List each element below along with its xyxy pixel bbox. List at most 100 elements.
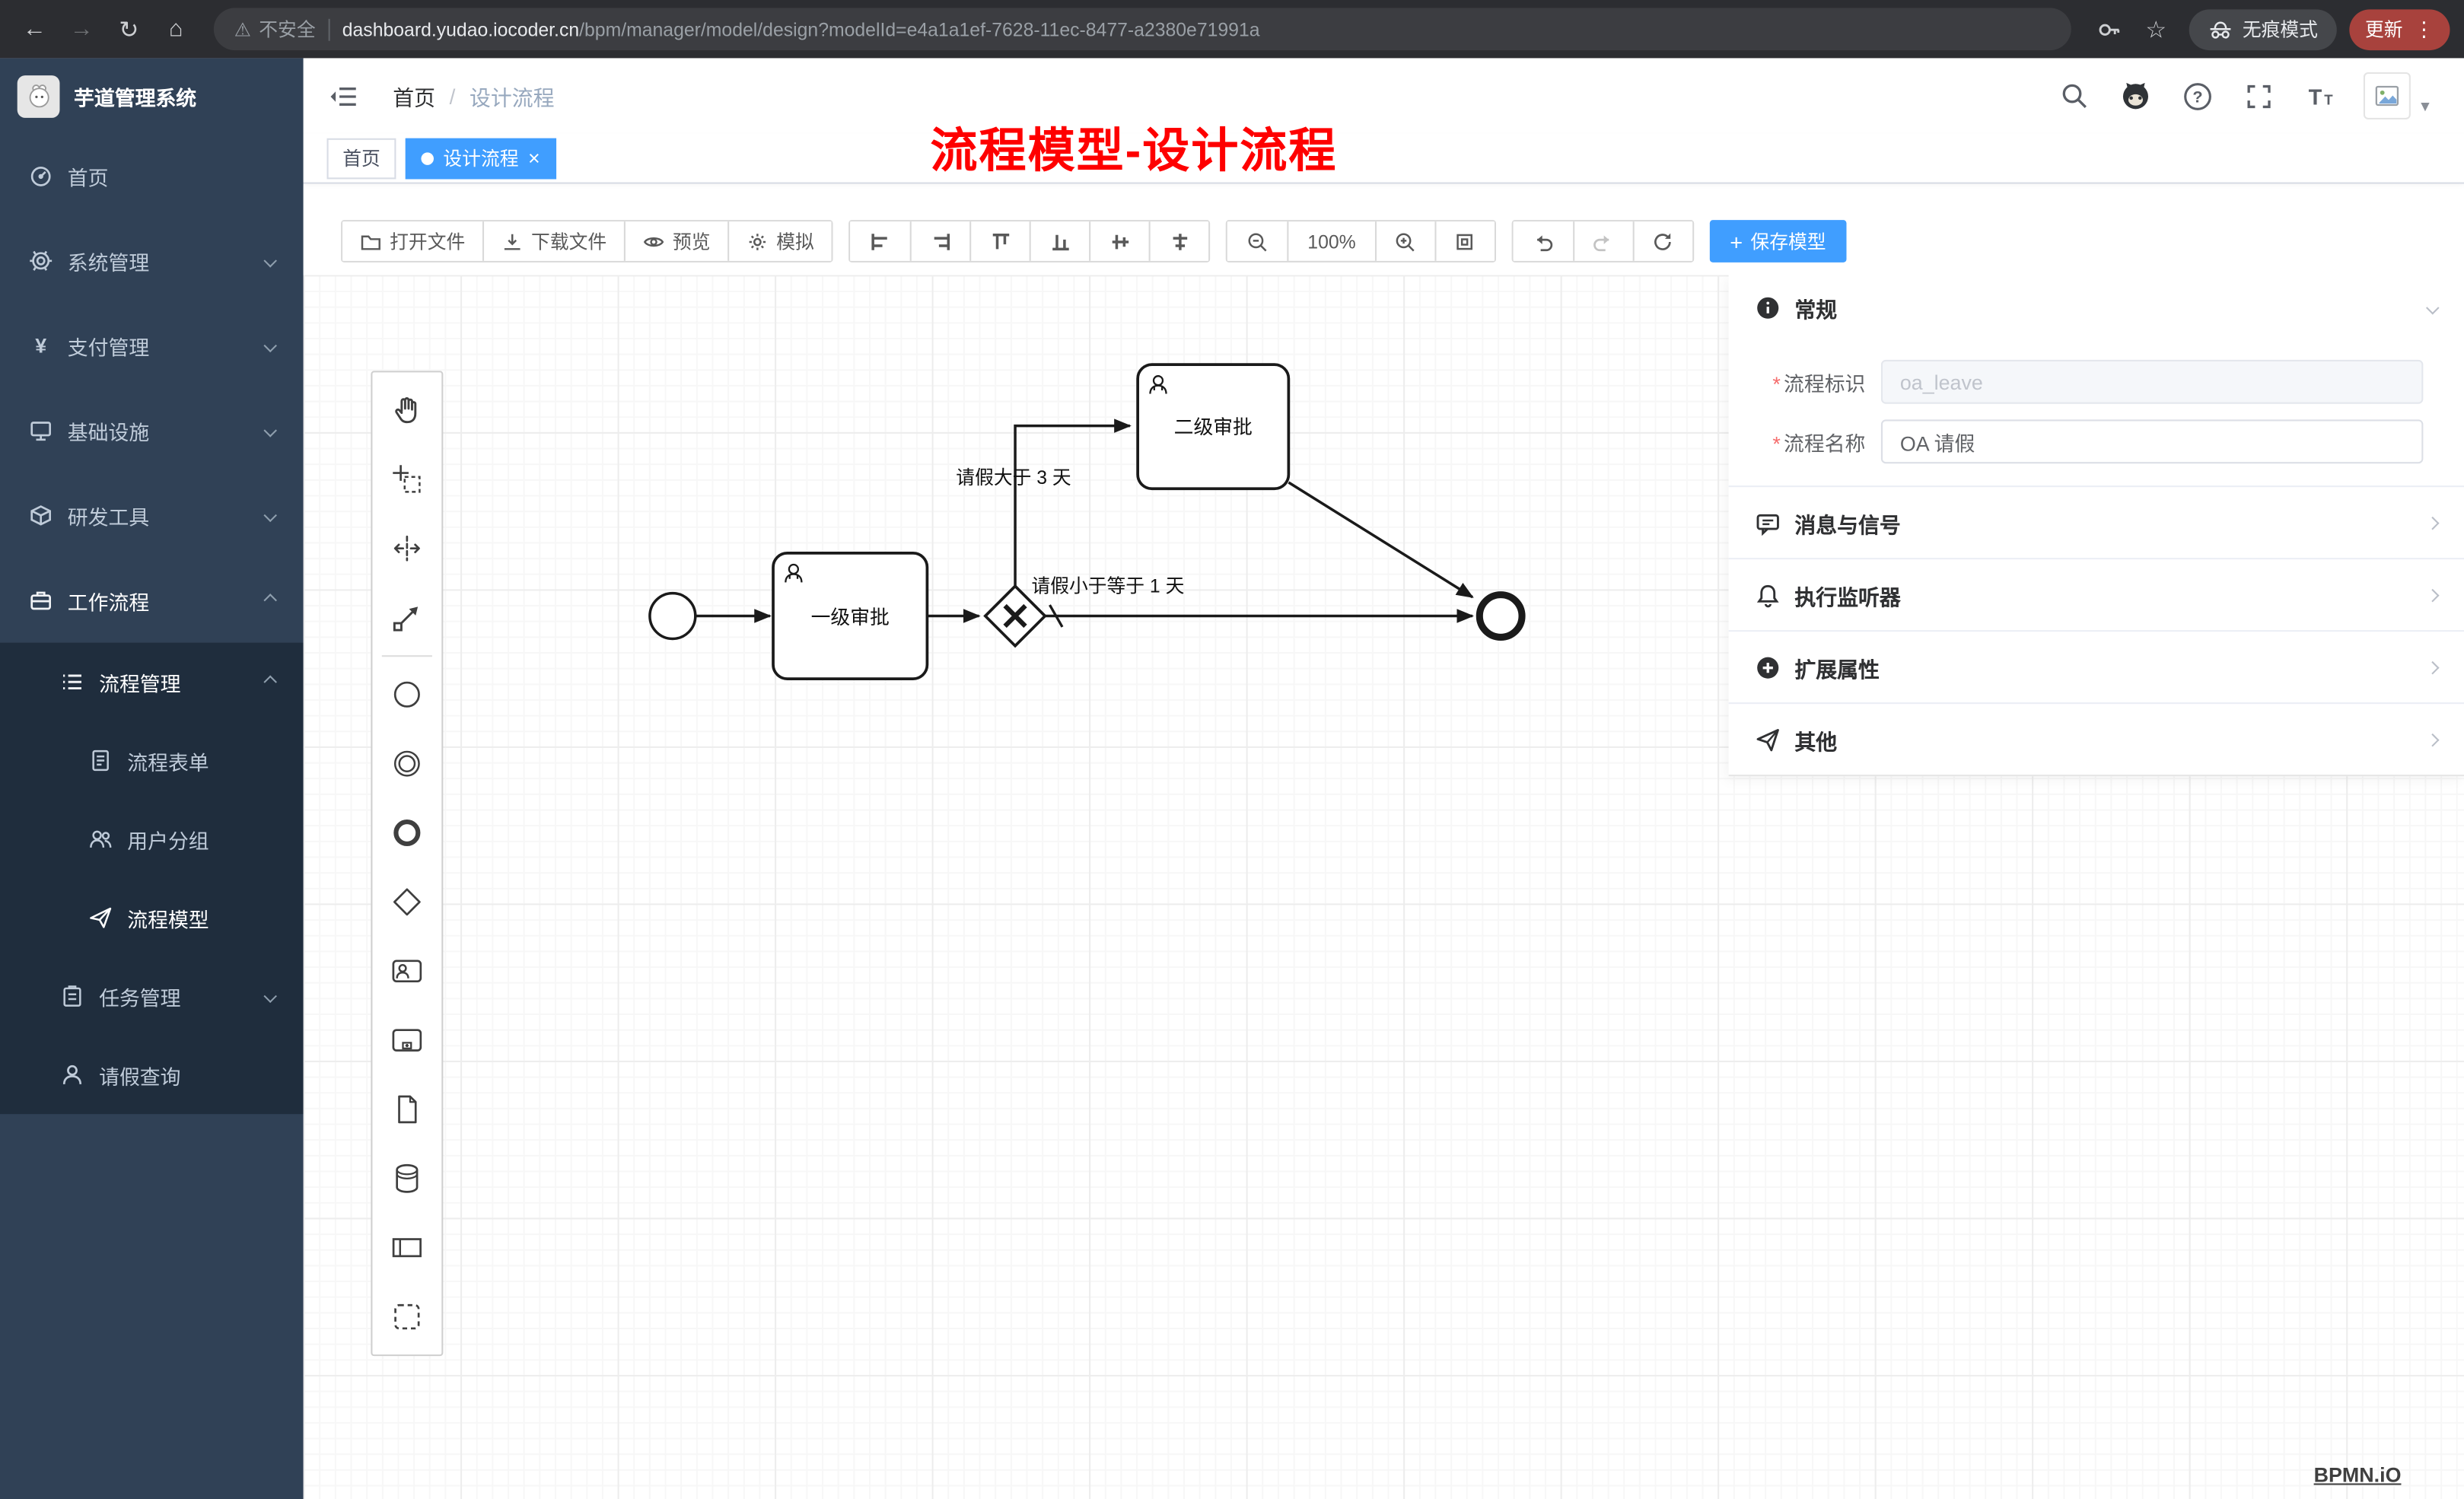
create-participant[interactable] [372,1213,441,1282]
forward-icon[interactable]: → [69,15,94,43]
process-name-input[interactable] [1881,419,2424,464]
avatar[interactable] [2364,72,2411,119]
document-icon [88,748,113,773]
reload-icon[interactable]: ↻ [119,16,139,43]
url-path: /bpm/manager/model/design?modelId=e4a1a1… [579,18,1260,40]
browser-toolbar: ← → ↻ ⌂ ⚠ 不安全 dashboard.yudao.iocoder.cn… [0,0,2464,59]
message-icon [1756,510,1781,536]
help-icon[interactable]: ? [2180,78,2214,113]
sidebar-item-task-mgmt[interactable]: 任务管理 [0,957,304,1036]
space-tool[interactable] [372,514,441,583]
sidebar-item-process-form[interactable]: 流程表单 [0,721,304,800]
create-data-store[interactable] [372,1144,441,1213]
create-gateway[interactable] [372,867,441,937]
close-icon[interactable]: × [527,146,540,170]
bpmn-canvas[interactable]: 一级审批 二级审批 请假大于 3 天 请假小于等于 1 天 BPMN.iO [303,275,2464,1499]
sidebar-fold-icon[interactable] [329,82,358,109]
search-icon[interactable] [2058,78,2092,113]
sidebar-item-payment[interactable]: ¥ 支付管理 [0,304,304,389]
sidebar-submenu: 流程管理 流程表单 用户分组 流程模型 任务管理 请假 [0,642,304,1115]
start-event[interactable] [648,591,697,641]
global-connect-tool[interactable] [372,583,441,652]
save-model-button[interactable]: + 保存模型 [1709,220,1847,263]
lasso-tool[interactable] [372,444,441,514]
sidebar-item-leave-query[interactable]: 请假查询 [0,1036,304,1114]
create-user-task[interactable] [372,937,441,1006]
create-start-event[interactable] [372,660,441,729]
section-message-signal[interactable]: 消息与信号 [1728,485,2464,558]
bpmn-io-watermark[interactable]: BPMN.iO [2313,1462,2402,1487]
bpmn-diagram[interactable]: 一级审批 二级审批 请假大于 3 天 请假小于等于 1 天 [304,275,1639,746]
person-icon [59,1062,84,1087]
user-avatar-menu[interactable]: ▾ [2364,72,2430,119]
incognito-icon [2208,17,2233,42]
align-middle-button[interactable] [1089,221,1149,261]
simulate-button[interactable]: 模拟 [727,221,832,261]
browser-home-icon[interactable]: ⌂ [168,15,183,43]
briefcase-icon [28,587,53,613]
section-execution-listener[interactable]: 执行监听器 [1728,558,2464,630]
general-fields: *流程标识 *流程名称 [1729,341,2464,485]
zoom-button-group: 100% [1225,220,1496,263]
breadcrumb-home[interactable]: 首页 [393,86,436,110]
bookmark-star-icon[interactable]: ☆ [2145,16,2167,43]
end-event[interactable] [1476,591,1526,641]
create-group[interactable] [372,1282,441,1351]
back-icon[interactable]: ← [22,15,46,43]
create-end-event[interactable] [372,798,441,867]
section-other[interactable]: 其他 [1728,702,2464,775]
zoom-out-button[interactable] [1227,221,1288,261]
url-host: dashboard.yudao.iocoder.cn [342,18,580,40]
align-top-button[interactable] [969,221,1030,261]
github-icon[interactable] [2119,78,2154,113]
task-second-approval[interactable] [1136,363,1291,491]
download-file-button[interactable]: 下载文件 [482,221,624,261]
create-intermediate-event[interactable] [372,729,441,798]
preview-button[interactable]: 预览 [623,221,728,261]
update-button[interactable]: 更新 ⋮ [2349,8,2450,50]
general-section-header[interactable]: 常规 [1729,275,2464,341]
undo-button[interactable] [1513,221,1573,261]
sidebar-item-home[interactable]: 首页 [0,134,304,219]
sidebar-item-workflow[interactable]: 工作流程 [0,558,304,643]
align-bottom-button[interactable] [1029,221,1090,261]
send-icon [1756,727,1781,752]
url-bar[interactable]: ⚠ 不安全 dashboard.yudao.iocoder.cn /bpm/ma… [213,8,2071,51]
sidebar-item-user-group[interactable]: 用户分组 [0,800,304,878]
align-right-button[interactable] [909,221,970,261]
align-left-button[interactable] [850,221,910,261]
sidebar-item-process-model[interactable]: 流程模型 [0,878,304,956]
create-subprocess[interactable] [372,1006,441,1075]
sidebar-item-infra[interactable]: 基础设施 [0,388,304,473]
tab-home[interactable]: 首页 [326,137,396,179]
info-icon [1756,295,1781,320]
fullscreen-icon[interactable] [2242,78,2276,113]
open-file-button[interactable]: 打开文件 [342,221,483,261]
section-extended-attributes[interactable]: 扩展属性 [1728,630,2464,702]
process-key-input[interactable] [1881,359,2424,404]
align-center-button[interactable] [1148,221,1209,261]
password-key-icon[interactable] [2088,8,2129,49]
zoom-reset-button[interactable] [1434,221,1495,261]
chevron-right-icon [2426,515,2440,530]
task-first-approval[interactable] [772,552,929,680]
hand-tool[interactable] [372,376,441,445]
redo-button[interactable] [1572,221,1633,261]
default-flow-marker [1049,604,1064,628]
section-label: 扩展属性 [1794,657,1880,682]
section-label: 消息与信号 [1794,513,1901,537]
create-data-object[interactable] [372,1075,441,1144]
restart-button[interactable] [1632,221,1692,261]
chevron-down-icon [263,989,277,1004]
sidebar-item-system[interactable]: 系统管理 [0,218,304,304]
browser-menu-icon[interactable]: ⋮ [2413,16,2434,40]
sidebar-item-label: 请假查询 [99,1065,181,1089]
sidebar-item-process-mgmt[interactable]: 流程管理 [0,643,304,721]
flow-task2-to-end [1288,481,1474,599]
zoom-in-button[interactable] [1374,221,1434,261]
sidebar-item-devtools[interactable]: 研发工具 [0,473,304,559]
sidebar-item-label: 支付管理 [67,335,150,359]
monitor-icon [28,418,53,443]
tab-design-process[interactable]: 设计流程 × [405,137,556,179]
